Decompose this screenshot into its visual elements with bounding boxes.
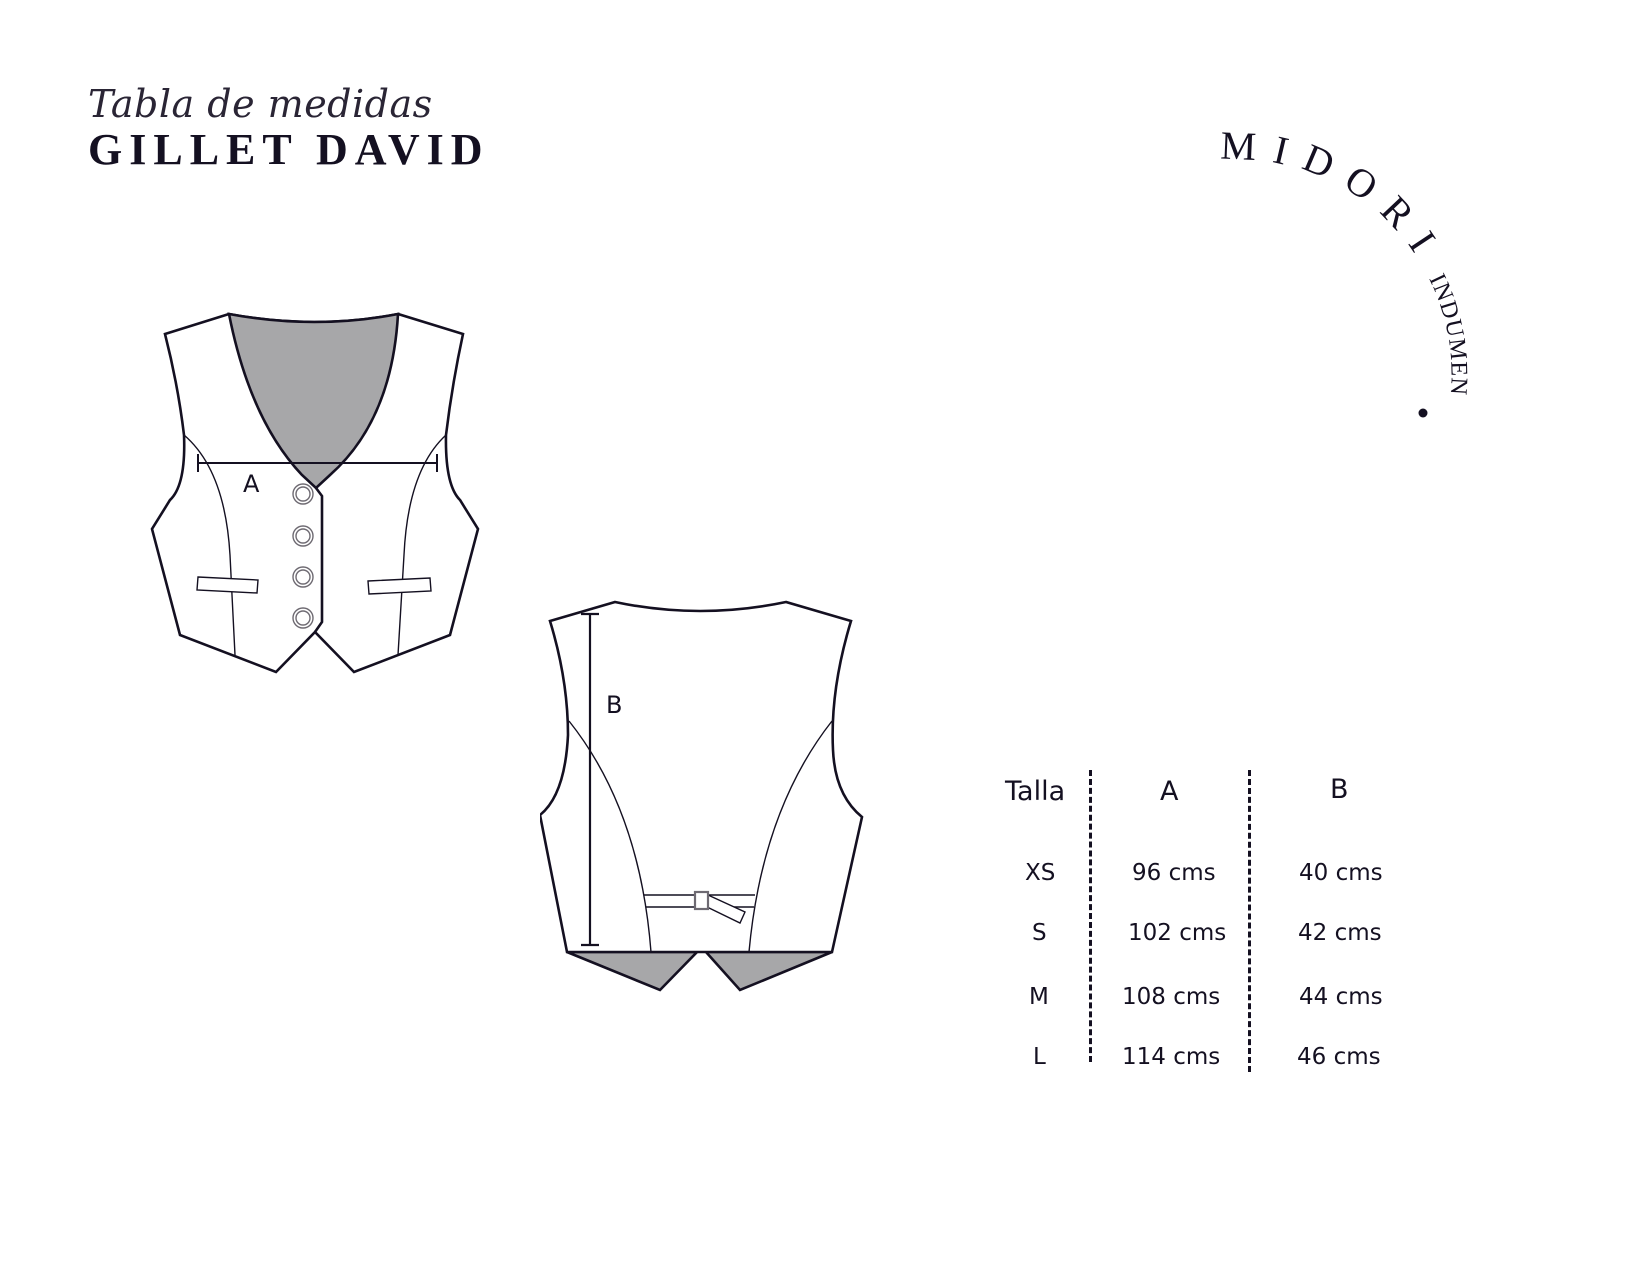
row-b: 40 cms <box>1299 860 1383 886</box>
row-b: 46 cms <box>1297 1044 1381 1070</box>
row-a: 108 cms <box>1122 984 1221 1010</box>
back-seam-left <box>568 720 652 953</box>
header-size: Talla <box>1005 776 1066 807</box>
front-seam-left <box>183 434 236 656</box>
vest-front-drawing: A <box>150 312 480 674</box>
page-title: GILLET DAVID <box>88 125 490 174</box>
buttons <box>292 483 314 629</box>
measure-a-label: A <box>243 470 260 498</box>
column-divider <box>1089 770 1092 1062</box>
logo-text: MIDORI INDUMENTARIA <box>1220 80 1472 397</box>
buckle-icon <box>693 890 710 911</box>
row-a: 102 cms <box>1128 920 1227 946</box>
title-block: Tabla de medidas GILLET DAVID <box>88 82 490 174</box>
vest-back-outline <box>540 600 864 954</box>
neckline-fill <box>227 312 400 490</box>
button-icon <box>292 483 314 505</box>
vest-back-drawing: B <box>540 600 864 992</box>
brand-name: MIDORI <box>1220 122 1454 272</box>
button-icon <box>292 525 314 547</box>
belt-strap <box>704 894 746 924</box>
measure-a <box>197 454 438 472</box>
front-placket <box>313 487 324 633</box>
row-b: 44 cms <box>1299 984 1383 1010</box>
header-b: B <box>1330 774 1349 805</box>
pocket-welt-left <box>196 576 259 594</box>
column-divider <box>1248 770 1251 1072</box>
header-a: A <box>1160 776 1179 807</box>
row-a: 96 cms <box>1132 860 1216 886</box>
row-size: XS <box>1025 860 1056 886</box>
row-a: 114 cms <box>1122 1044 1221 1070</box>
back-seam-right <box>748 720 833 953</box>
page-subtitle: Tabla de medidas <box>88 82 433 126</box>
logo-dot-end <box>1418 408 1428 418</box>
button-icon <box>292 607 314 629</box>
measure-b-label: B <box>606 691 622 719</box>
back-hem-fill <box>566 950 833 992</box>
row-b: 42 cms <box>1298 920 1382 946</box>
row-size: M <box>1029 984 1049 1010</box>
brand-logo: MIDORI INDUMENTARIA <box>1220 80 1472 418</box>
pocket-welt-right <box>367 577 432 595</box>
size-table: Talla A B XS 96 cms 40 cms S 102 cms 42 … <box>990 760 1410 1090</box>
measure-b <box>581 612 599 947</box>
front-seam-right <box>397 434 447 656</box>
row-size: S <box>1032 920 1047 946</box>
button-icon <box>292 566 314 588</box>
row-size: L <box>1033 1044 1046 1070</box>
